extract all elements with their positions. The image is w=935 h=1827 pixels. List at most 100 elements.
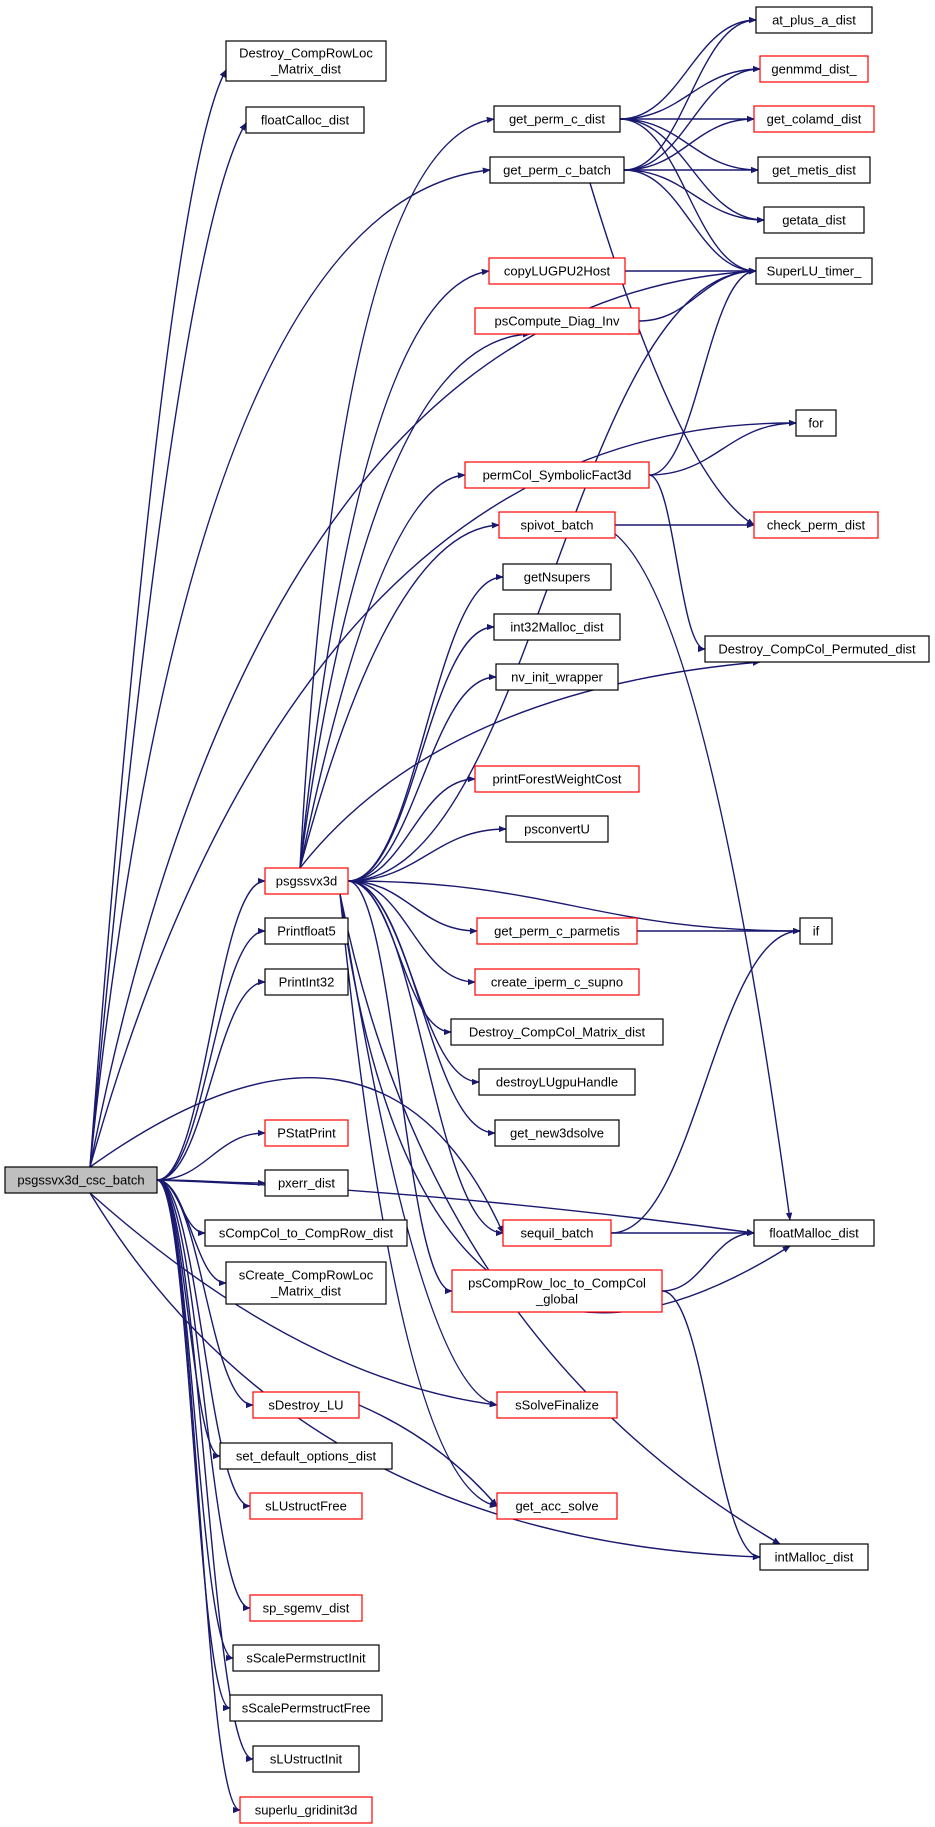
edge-psgssvx3d_csc_batch-to-get_perm_c_batch <box>89 167 491 1168</box>
node-PStatPrint[interactable]: PStatPrint <box>264 1119 349 1147</box>
node-box <box>4 1166 158 1194</box>
edge-get_perm_c_batch-to-genmmd_dist_ <box>623 65 761 171</box>
node-sDestroy_LU[interactable]: sDestroy_LU <box>252 1391 360 1419</box>
node-box <box>502 1219 612 1247</box>
edge-psgssvx3d_csc_batch-to-sDestroy_LU <box>156 1179 254 1409</box>
node-label: _Matrix_dist <box>270 1284 341 1299</box>
edge-spivot_batch-to-floatMalloc_dist <box>599 524 793 1221</box>
edge-psgssvx3d-to-int32Malloc_dist <box>347 623 495 882</box>
node-label: intMalloc_dist <box>775 1550 854 1565</box>
node-box <box>476 917 638 945</box>
node-int32Malloc_dist[interactable]: int32Malloc_dist <box>493 613 621 641</box>
node-sCompCol_to_CompRow_dist[interactable]: sCompCol_to_CompRow_dist <box>204 1219 408 1247</box>
node-getNsupers[interactable]: getNsupers <box>502 563 612 591</box>
node-box <box>494 1119 620 1147</box>
node-PrintInt32[interactable]: PrintInt32 <box>264 968 349 996</box>
edge-psgssvx3d-to-psCompute_Diag_Inv <box>299 331 531 869</box>
node-set_default_options_dist[interactable]: set_default_options_dist <box>219 1442 393 1470</box>
edge-psgssvx3d_csc_batch-to-psgssvx3d <box>156 877 266 1181</box>
edge-sDestroy_LU-to-get_acc_solve <box>358 1404 498 1507</box>
edge-psgssvx3d-to-copyLUGPU2Host <box>299 268 490 869</box>
node-box <box>264 968 349 996</box>
node-floatMalloc_dist[interactable]: floatMalloc_dist <box>753 1219 875 1247</box>
node-label: sSolveFinalize <box>515 1398 599 1413</box>
node-box <box>488 257 626 285</box>
node-permCol_SymbolicFact3d[interactable]: permCol_SymbolicFact3d <box>464 461 650 489</box>
node-box <box>229 1694 383 1722</box>
node-Destroy_CompCol_Permuted_dist[interactable]: Destroy_CompCol_Permuted_dist <box>704 635 930 663</box>
node-psgssvx3d[interactable]: psgssvx3d <box>264 867 349 895</box>
node-sCreate_CompRowLoc_Matrix_dist[interactable]: sCreate_CompRowLoc_Matrix_dist <box>225 1261 387 1305</box>
node-Destroy_CompCol_Matrix_dist[interactable]: Destroy_CompCol_Matrix_dist <box>450 1018 664 1046</box>
node-label: get_metis_dist <box>772 163 856 178</box>
node-for[interactable]: for <box>795 409 837 437</box>
node-destroyLUgpuHandle[interactable]: destroyLUgpuHandle <box>478 1068 636 1096</box>
node-get_acc_solve[interactable]: get_acc_solve <box>496 1492 618 1520</box>
node-if[interactable]: if <box>799 917 833 945</box>
node-box <box>493 613 621 641</box>
node-superlu_gridinit3d[interactable]: superlu_gridinit3d <box>239 1796 373 1824</box>
node-sScalePermstructFree[interactable]: sScalePermstructFree <box>229 1694 383 1722</box>
edge-psgssvx3d-to-psCompRow_loc_to_CompCol_global <box>347 880 453 1295</box>
node-label: genmmd_dist_ <box>771 62 857 77</box>
node-copyLUGPU2Host[interactable]: copyLUGPU2Host <box>488 257 626 285</box>
node-SuperLU_timer_[interactable]: SuperLU_timer_ <box>755 257 873 285</box>
node-label: sp_sgemv_dist <box>263 1601 350 1616</box>
node-label: Destroy_CompCol_Matrix_dist <box>469 1025 646 1040</box>
node-sScalePermstructInit[interactable]: sScalePermstructInit <box>232 1644 380 1672</box>
node-floatCalloc_dist[interactable]: floatCalloc_dist <box>245 106 365 134</box>
node-label: destroyLUgpuHandle <box>496 1075 618 1090</box>
node-sSolveFinalize[interactable]: sSolveFinalize <box>496 1391 618 1419</box>
edge-get_perm_c_dist-to-at_plus_a_dist <box>619 16 757 120</box>
node-psgssvx3d_csc_batch[interactable]: psgssvx3d_csc_batch <box>4 1166 158 1194</box>
node-Printfloat5[interactable]: Printfloat5 <box>264 917 349 945</box>
node-sequil_batch[interactable]: sequil_batch <box>502 1219 612 1247</box>
node-at_plus_a_dist[interactable]: at_plus_a_dist <box>755 6 873 34</box>
node-intMalloc_dist[interactable]: intMalloc_dist <box>759 1543 869 1571</box>
node-spivot_batch[interactable]: spivot_batch <box>498 511 616 539</box>
node-box <box>489 156 625 184</box>
node-box <box>496 1391 618 1419</box>
node-create_iperm_c_supno[interactable]: create_iperm_c_supno <box>474 968 640 996</box>
node-box <box>759 1543 869 1571</box>
node-sLUstructFree[interactable]: sLUstructFree <box>249 1492 363 1520</box>
node-box <box>225 1261 387 1305</box>
node-nv_init_wrapper[interactable]: nv_init_wrapper <box>495 663 619 691</box>
node-box <box>451 1269 663 1313</box>
node-label: sLUstructInit <box>270 1752 343 1767</box>
node-psconvertU[interactable]: psconvertU <box>505 815 609 843</box>
node-box <box>204 1219 408 1247</box>
node-label: superlu_gridinit3d <box>255 1803 358 1818</box>
edge-psgssvx3d-to-psconvertU <box>347 825 507 882</box>
node-sLUstructInit[interactable]: sLUstructInit <box>252 1745 360 1773</box>
edge-psgssvx3d-to-printForestWeightCost <box>347 775 476 882</box>
edge-psgssvx3d-to-sSolveFinalize <box>339 893 498 1407</box>
edge-get_perm_c_batch-to-SuperLU_timer_ <box>623 169 757 275</box>
node-get_perm_c_batch[interactable]: get_perm_c_batch <box>489 156 625 184</box>
node-label: sLUstructFree <box>265 1499 347 1514</box>
edge-permCol_SymbolicFact3d-to-Destroy_CompCol_Permuted_dist <box>648 474 706 653</box>
node-get_new3dsolve[interactable]: get_new3dsolve <box>494 1119 620 1147</box>
node-check_perm_dist[interactable]: check_perm_dist <box>753 511 879 539</box>
edge-psgssvx3d_csc_batch-to-sp_sgemv_dist <box>156 1179 251 1612</box>
node-label: create_iperm_c_supno <box>491 975 623 990</box>
node-psCompRow_loc_to_CompCol_global[interactable]: psCompRow_loc_to_CompCol_global <box>451 1269 663 1313</box>
node-box <box>704 635 930 663</box>
node-get_metis_dist[interactable]: get_metis_dist <box>757 156 871 184</box>
node-pxerr_dist[interactable]: pxerr_dist <box>264 1169 349 1197</box>
edge-psgssvx3d-to-getNsupers <box>347 573 504 882</box>
node-box <box>753 1219 875 1247</box>
node-get_colamd_dist[interactable]: get_colamd_dist <box>753 105 875 133</box>
node-sp_sgemv_dist[interactable]: sp_sgemv_dist <box>249 1594 363 1622</box>
edge-get_perm_c_batch-to-at_plus_a_dist <box>623 16 757 171</box>
node-label: Destroy_CompCol_Permuted_dist <box>718 642 916 657</box>
node-genmmd_dist_[interactable]: genmmd_dist_ <box>759 55 869 83</box>
node-printForestWeightCost[interactable]: printForestWeightCost <box>474 765 640 793</box>
node-psCompute_Diag_Inv[interactable]: psCompute_Diag_Inv <box>474 307 640 335</box>
node-box <box>232 1644 380 1672</box>
node-Destroy_CompRowLoc_Matrix_dist[interactable]: Destroy_CompRowLoc_Matrix_dist <box>225 40 387 82</box>
node-get_perm_c_parmetis[interactable]: get_perm_c_parmetis <box>476 917 638 945</box>
node-getata_dist[interactable]: getata_dist <box>763 206 865 234</box>
node-box <box>264 917 349 945</box>
node-get_perm_c_dist[interactable]: get_perm_c_dist <box>493 105 621 133</box>
